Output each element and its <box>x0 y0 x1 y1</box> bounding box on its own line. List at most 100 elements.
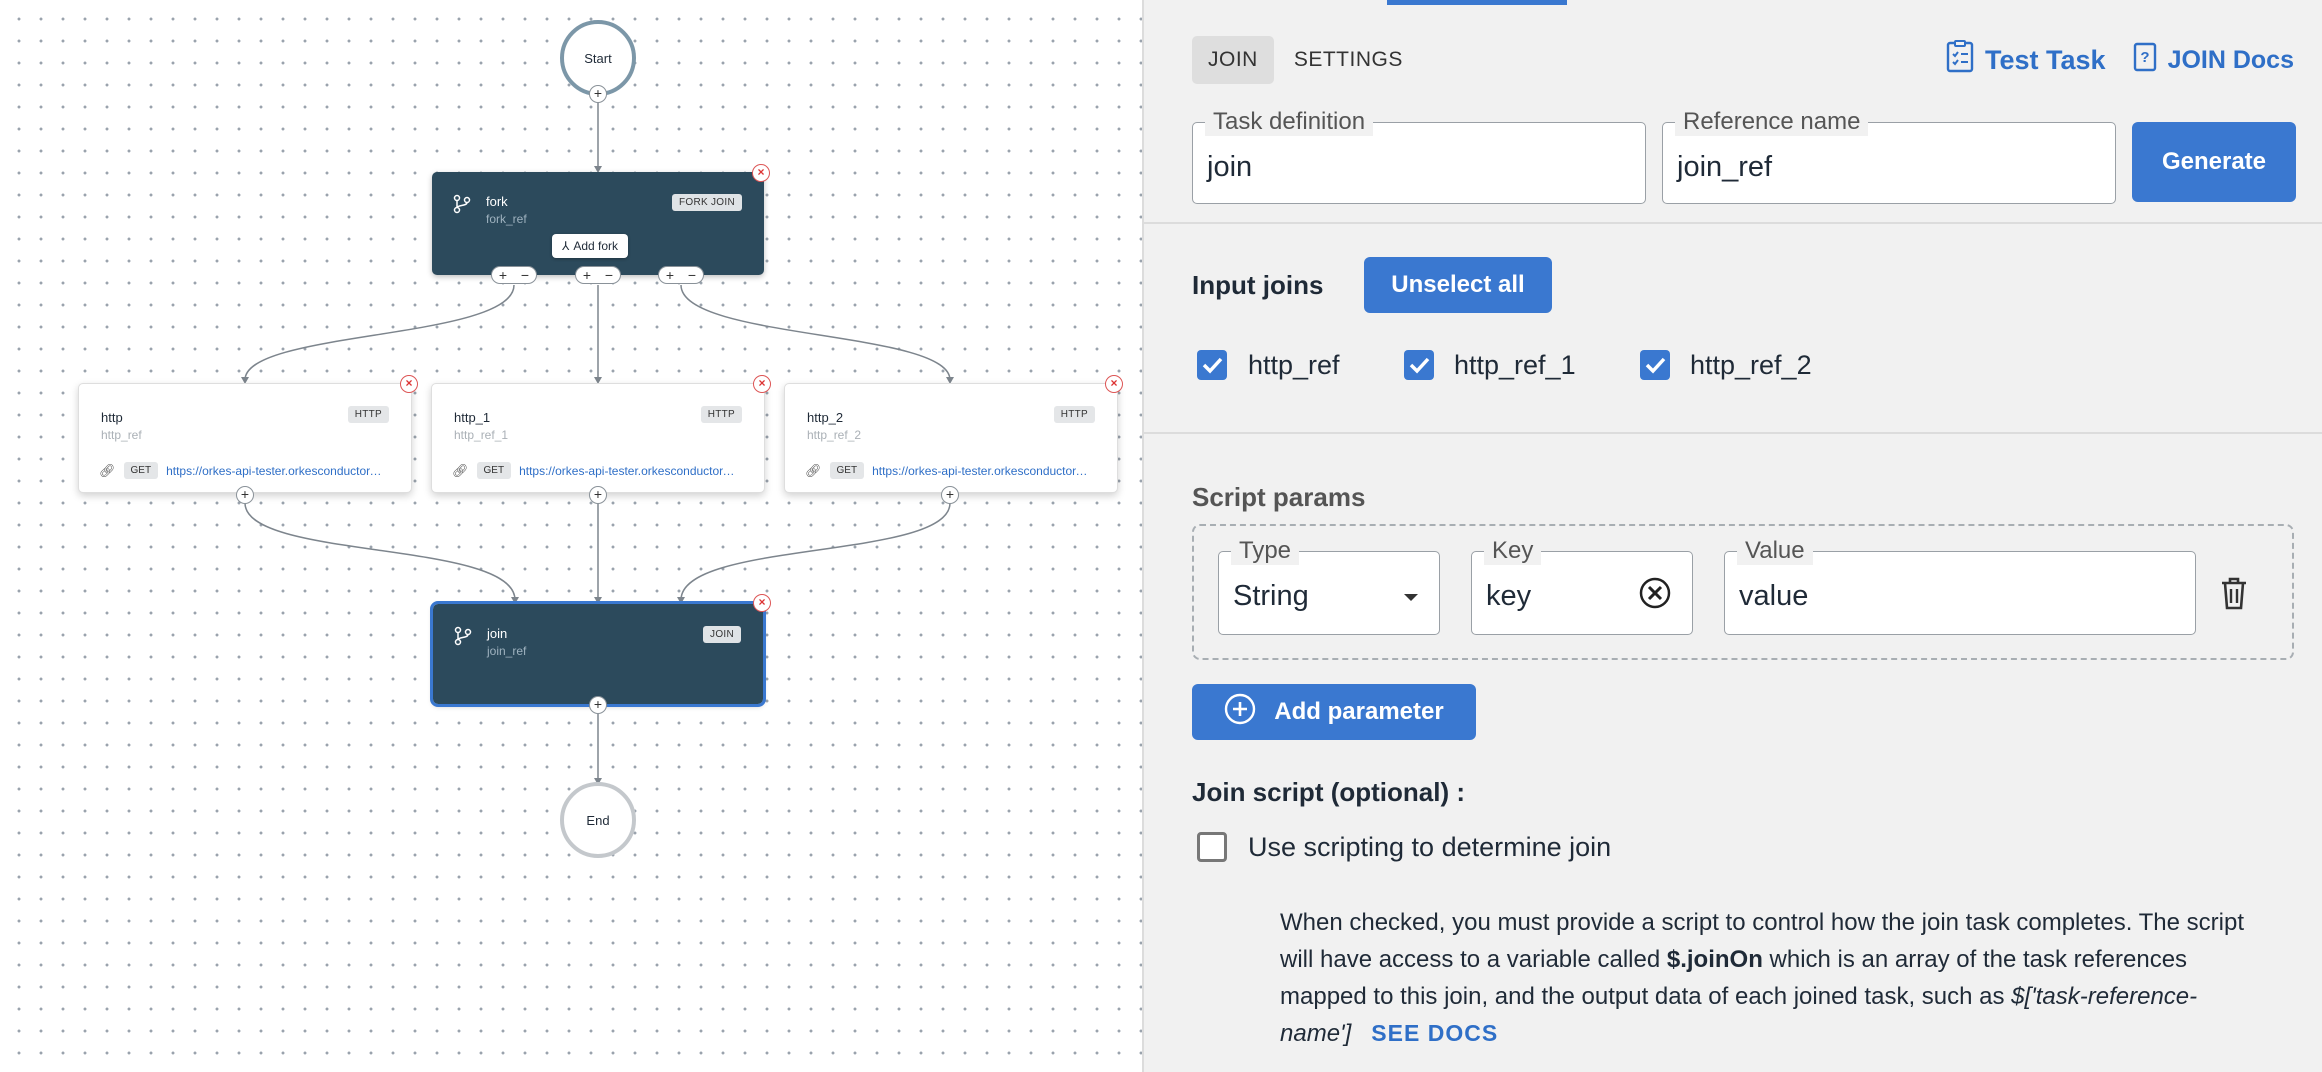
join-node[interactable]: join join_ref JOIN <box>430 601 766 707</box>
desc-task-ref: $['task-reference-name'] <box>1280 983 2198 1047</box>
panel-links: Test Task ? JOIN Docs <box>1945 40 2294 81</box>
key-value: key <box>1486 580 1532 612</box>
minus-icon[interactable]: − <box>687 267 697 283</box>
add-parameter-button[interactable]: Add parameter <box>1192 684 1476 740</box>
desc-joinon: $.joinOn <box>1666 946 1763 973</box>
add-task-button[interactable]: + <box>589 486 607 504</box>
add-task-button[interactable]: + <box>236 486 254 504</box>
add-task-button[interactable]: + <box>589 696 607 714</box>
test-task-label: Test Task <box>1985 45 2106 75</box>
link-icon: 🔗︎ <box>805 462 822 478</box>
delete-http-icon[interactable]: × <box>753 375 771 393</box>
fork-node-ref: fork_ref <box>486 212 527 226</box>
check-icon <box>1202 357 1223 374</box>
join-label-http-ref-2: http_ref_2 <box>1690 350 1812 380</box>
join-node-title: join <box>487 626 508 641</box>
http-url-row: 🔗︎ GET https://orkes-api-tester.orkescon… <box>452 462 737 479</box>
http-node-ref: http_ref_1 <box>454 428 509 442</box>
desc-text-2: which is an array of the task references… <box>1280 946 2188 1010</box>
task-definition-legend: Task definition <box>1205 108 1374 136</box>
plus-icon[interactable]: + <box>582 267 592 283</box>
reference-name-field[interactable]: Reference name join_ref <box>1662 108 2116 204</box>
join-checkbox-http-ref[interactable] <box>1197 350 1227 380</box>
param-type-select[interactable]: Type String <box>1218 537 1440 635</box>
http-url[interactable]: https://orkes-api-tester.orkesconductor.… <box>872 463 1091 478</box>
delete-join-icon[interactable]: × <box>753 594 771 612</box>
key-legend: Key <box>1484 537 1542 565</box>
join-script-description: When checked, you must provide a script … <box>1280 904 2260 1052</box>
param-key-input[interactable]: Key key <box>1471 537 1693 635</box>
panel-tabs: JOIN SETTINGS <box>1192 36 1419 84</box>
http-url[interactable]: https://orkes-api-tester.orkesconductor.… <box>166 463 385 478</box>
reference-name-legend: Reference name <box>1675 108 1869 136</box>
use-scripting-label: Use scripting to determine join <box>1248 832 1612 862</box>
value-legend: Value <box>1737 537 1813 565</box>
svg-text:?: ? <box>2140 49 2149 66</box>
minus-icon[interactable]: − <box>520 267 530 283</box>
add-task-button[interactable]: + <box>589 85 607 103</box>
http-url-row: 🔗︎ GET https://orkes-api-tester.orkescon… <box>805 462 1090 479</box>
join-label-http-ref: http_ref <box>1248 350 1340 380</box>
section-divider <box>1144 222 2322 224</box>
http-node[interactable]: http_1 http_ref_1 HTTP 🔗︎ GET https://or… <box>431 383 765 493</box>
task-definition-field[interactable]: Task definition join <box>1192 108 1646 204</box>
end-node[interactable]: End <box>560 782 636 858</box>
type-legend: Type <box>1231 537 1300 565</box>
join-checkbox-http-ref-1[interactable] <box>1404 350 1434 380</box>
plus-icon[interactable]: + <box>665 267 675 283</box>
input-joins-title: Input joins <box>1192 270 1324 300</box>
add-task-button[interactable]: + <box>941 486 959 504</box>
delete-http-icon[interactable]: × <box>400 375 418 393</box>
tab-join[interactable]: JOIN <box>1192 36 1274 84</box>
plus-icon[interactable]: + <box>498 267 508 283</box>
reference-name-value: join_ref <box>1677 151 1773 183</box>
param-value-input[interactable]: Value value <box>1724 537 2196 635</box>
join-docs-label: JOIN Docs <box>2167 46 2294 74</box>
test-task-link[interactable]: Test Task <box>1945 40 2106 81</box>
http-method: GET <box>476 462 512 479</box>
http-node-title: http_1 <box>454 410 491 425</box>
tab-settings[interactable]: SETTINGS <box>1293 48 1403 71</box>
section-divider <box>1144 432 2322 434</box>
add-parameter-label: Add parameter <box>1274 698 1444 725</box>
see-docs-link[interactable]: SEE DOCS <box>1371 1020 1499 1046</box>
workflow-canvas[interactable]: Start + fork fork_ref FORK JOIN × ⅄ Add … <box>0 0 1142 1072</box>
delete-fork-icon[interactable]: × <box>752 164 770 182</box>
caret-down-icon <box>1403 590 1419 608</box>
use-scripting-checkbox[interactable] <box>1197 832 1227 862</box>
fork-icon <box>452 194 472 219</box>
join-icon <box>453 626 473 651</box>
add-fork-button[interactable]: ⅄ Add fork <box>552 234 629 258</box>
trash-icon[interactable] <box>2218 575 2250 616</box>
start-label: Start <box>584 50 612 66</box>
fork-branch-controls[interactable]: +− <box>575 266 621 284</box>
script-params-title: Script params <box>1192 482 1366 512</box>
http-node[interactable]: http_2 http_ref_2 HTTP 🔗︎ GET https://or… <box>784 383 1118 493</box>
unselect-all-button[interactable]: Unselect all <box>1364 257 1552 313</box>
add-circle-icon <box>1224 693 1256 732</box>
fork-node[interactable]: fork fork_ref FORK JOIN <box>432 172 764 275</box>
http-url[interactable]: https://orkes-api-tester.orkesconductor.… <box>519 463 738 478</box>
http-node-ref: http_ref <box>101 428 142 442</box>
generate-button[interactable]: Generate <box>2132 122 2296 202</box>
panel-divider[interactable] <box>1142 0 1144 1072</box>
join-docs-link[interactable]: ? JOIN Docs <box>2132 42 2294 79</box>
http-method: GET <box>829 462 865 479</box>
http-method: GET <box>123 462 159 479</box>
join-script-title: Join script (optional) : <box>1192 777 1465 807</box>
http-badge: HTTP <box>1053 406 1095 423</box>
http-node[interactable]: http http_ref HTTP 🔗︎ GET https://orkes-… <box>78 383 412 493</box>
workflow-edges <box>241 96 954 785</box>
delete-http-icon[interactable]: × <box>1105 375 1123 393</box>
minus-icon[interactable]: − <box>604 267 614 283</box>
fork-icon: ⅄ <box>562 239 570 253</box>
http-badge: HTTP <box>700 406 742 423</box>
tab-indicator <box>1387 0 1567 5</box>
clear-icon[interactable] <box>1638 576 1672 615</box>
fork-branch-controls[interactable]: +− <box>658 266 704 284</box>
value-value: value <box>1739 580 1809 612</box>
fork-branch-controls[interactable]: +− <box>491 266 537 284</box>
join-checkbox-http-ref-2[interactable] <box>1640 350 1670 380</box>
join-node-ref: join_ref <box>487 644 527 658</box>
check-icon <box>1409 357 1430 374</box>
